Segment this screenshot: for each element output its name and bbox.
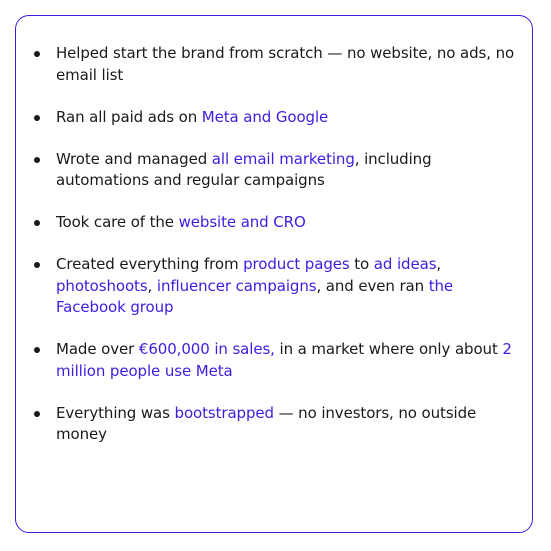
list-item: Created everything from product pages to… xyxy=(26,254,526,319)
text-segment: Everything was xyxy=(56,403,175,422)
bullet-dot-icon xyxy=(34,220,40,226)
highlighted-text: all email marketing xyxy=(211,149,355,168)
bullet-dot-icon xyxy=(34,262,40,268)
text-segment: Took care of the xyxy=(56,213,179,231)
text-segment: Ran all paid ads on xyxy=(56,107,202,126)
bullet-dot-icon xyxy=(34,156,40,163)
highlighted-text: photoshoots xyxy=(56,276,148,295)
text-segment: Helped start the brand from scratch — no… xyxy=(56,44,515,84)
bullet-dot-icon xyxy=(34,114,40,121)
list-item-text: Helped start the brand from scratch — no… xyxy=(56,44,514,84)
list-item: Everything was bootstrapped — no investo… xyxy=(26,403,526,446)
highlighted-text: product pages xyxy=(243,255,350,273)
highlighted-text: €600,000 in sales, xyxy=(138,340,275,358)
list-item-text: Took care of the website and CRO xyxy=(56,213,306,231)
list-item: Wrote and managed all email marketing, i… xyxy=(26,149,526,192)
text-segment: — no investors, no outside money xyxy=(56,403,477,444)
text-segment: Made over xyxy=(56,340,139,358)
text-segment: Created everything from xyxy=(56,255,244,273)
bullet-dot-icon xyxy=(34,410,40,417)
text-segment: to xyxy=(349,255,374,273)
highlighted-text: Meta and Google xyxy=(201,107,329,126)
list-item: Helped start the brand from scratch — no… xyxy=(26,43,526,86)
list-item: Made over €600,000 in sales, in a market… xyxy=(26,339,526,382)
bullet-dot-icon xyxy=(34,51,40,57)
highlighted-text: bootstrapped xyxy=(174,403,275,422)
list-item-text: Created everything from product pages to… xyxy=(56,255,453,316)
achievements-card: Helped start the brand from scratch — no… xyxy=(15,15,533,533)
text-segment: , and even ran xyxy=(316,276,429,295)
list-item-text: Wrote and managed all email marketing, i… xyxy=(56,150,432,190)
list-item-text: Ran all paid ads on Meta and Google xyxy=(56,108,328,126)
highlighted-text: influencer campaigns xyxy=(156,276,317,295)
text-segment: Wrote and managed xyxy=(56,149,212,168)
list-item-text: Made over €600,000 in sales, in a market… xyxy=(56,340,512,380)
highlighted-text: the Facebook group xyxy=(56,276,454,317)
text-segment: in a market where only about xyxy=(274,340,503,358)
highlighted-text: ad ideas xyxy=(373,255,437,273)
highlighted-text: 2 million people use Meta xyxy=(56,340,512,380)
list-item-text: Everything was bootstrapped — no investo… xyxy=(56,404,476,444)
text-segment: , xyxy=(147,276,157,295)
highlighted-text: website and CRO xyxy=(178,213,306,231)
text-segment: , xyxy=(436,255,442,273)
bullet-dot-icon xyxy=(34,347,40,353)
list-item: Ran all paid ads on Meta and Google xyxy=(26,107,526,129)
text-segment: , including automations and regular camp… xyxy=(56,149,432,190)
achievement-list: Helped start the brand from scratch — no… xyxy=(26,43,526,466)
list-item: Took care of the website and CRO xyxy=(26,212,526,234)
